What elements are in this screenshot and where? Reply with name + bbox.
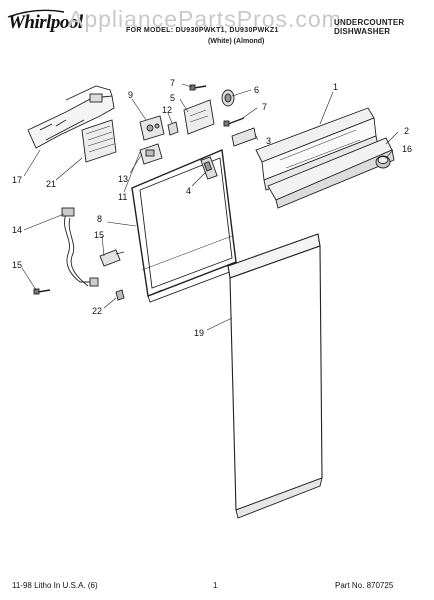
- part-15-screw: [33, 288, 51, 295]
- callout-16: 17: [12, 175, 22, 185]
- callout-6: 6: [254, 85, 259, 95]
- callout-3: 3: [266, 136, 271, 146]
- callout-1: 1: [333, 82, 338, 92]
- callout-17: 16: [402, 144, 412, 154]
- leader-lines: [21, 83, 399, 331]
- brand-swoosh-icon: [7, 9, 65, 18]
- part-9-switch: [139, 115, 165, 141]
- watermark: AppliancePartsPros.com: [68, 6, 342, 32]
- part-14-connector: [99, 249, 125, 267]
- part-17-knob: [375, 155, 391, 169]
- callout-13: 14: [12, 225, 22, 235]
- callout-21: 21: [46, 179, 56, 189]
- part-8-door-frame: [131, 148, 241, 303]
- callout-11: 12: [162, 105, 172, 115]
- product-line-2: DISHWASHER: [334, 27, 391, 36]
- callout-9: 9: [128, 90, 133, 100]
- brand-logo: Whirlpool: [8, 12, 83, 33]
- part-13-wire-harness: [61, 207, 99, 287]
- callout-14: 15: [94, 230, 104, 240]
- model-line: FOR MODEL: DU930PWKT1, DU930PWKZ1: [126, 27, 279, 34]
- footer-page-number: 1: [213, 581, 218, 590]
- callout-4: 4: [186, 186, 191, 196]
- callout-10: 11: [118, 192, 127, 202]
- part-10-switch: [139, 143, 163, 165]
- part-5-hinge: [183, 99, 215, 135]
- callout-5: 5: [170, 93, 175, 103]
- callout-7a: 7: [170, 78, 175, 88]
- callout-19: 19: [194, 328, 204, 338]
- part-4-latch: [200, 156, 218, 180]
- callout-7b: 7: [262, 102, 267, 112]
- callout-labels: 7 6 7 1 2 16 3 5 9 12 13 11 4 8 15 14 15…: [12, 78, 412, 338]
- callout-12: 13: [118, 174, 128, 184]
- part-7-screw: [189, 84, 207, 91]
- footer-litho: 11-98 Litho In U.S.A. (6): [12, 581, 98, 590]
- part-6-knob: [221, 89, 235, 107]
- callout-2: 2: [404, 126, 409, 136]
- part-3-bracket: [231, 127, 257, 147]
- callout-15: 15: [12, 260, 22, 270]
- part-2-console-trim: [267, 137, 395, 209]
- color-line: (White) (Almond): [208, 38, 265, 45]
- part-22-clip: [115, 289, 125, 301]
- product-title: UNDERCOUNTER DISHWASHER: [334, 18, 404, 36]
- callout-22: 22: [92, 306, 102, 316]
- callout-8: 8: [97, 214, 102, 224]
- part-11-clip: [167, 121, 179, 136]
- part-16-bracket: [27, 85, 115, 149]
- part-21-card: [81, 119, 117, 163]
- footer-part-number: Part No. 870725: [335, 581, 394, 590]
- product-line-1: UNDERCOUNTER: [334, 18, 405, 27]
- part-19-door-panel: [227, 233, 323, 519]
